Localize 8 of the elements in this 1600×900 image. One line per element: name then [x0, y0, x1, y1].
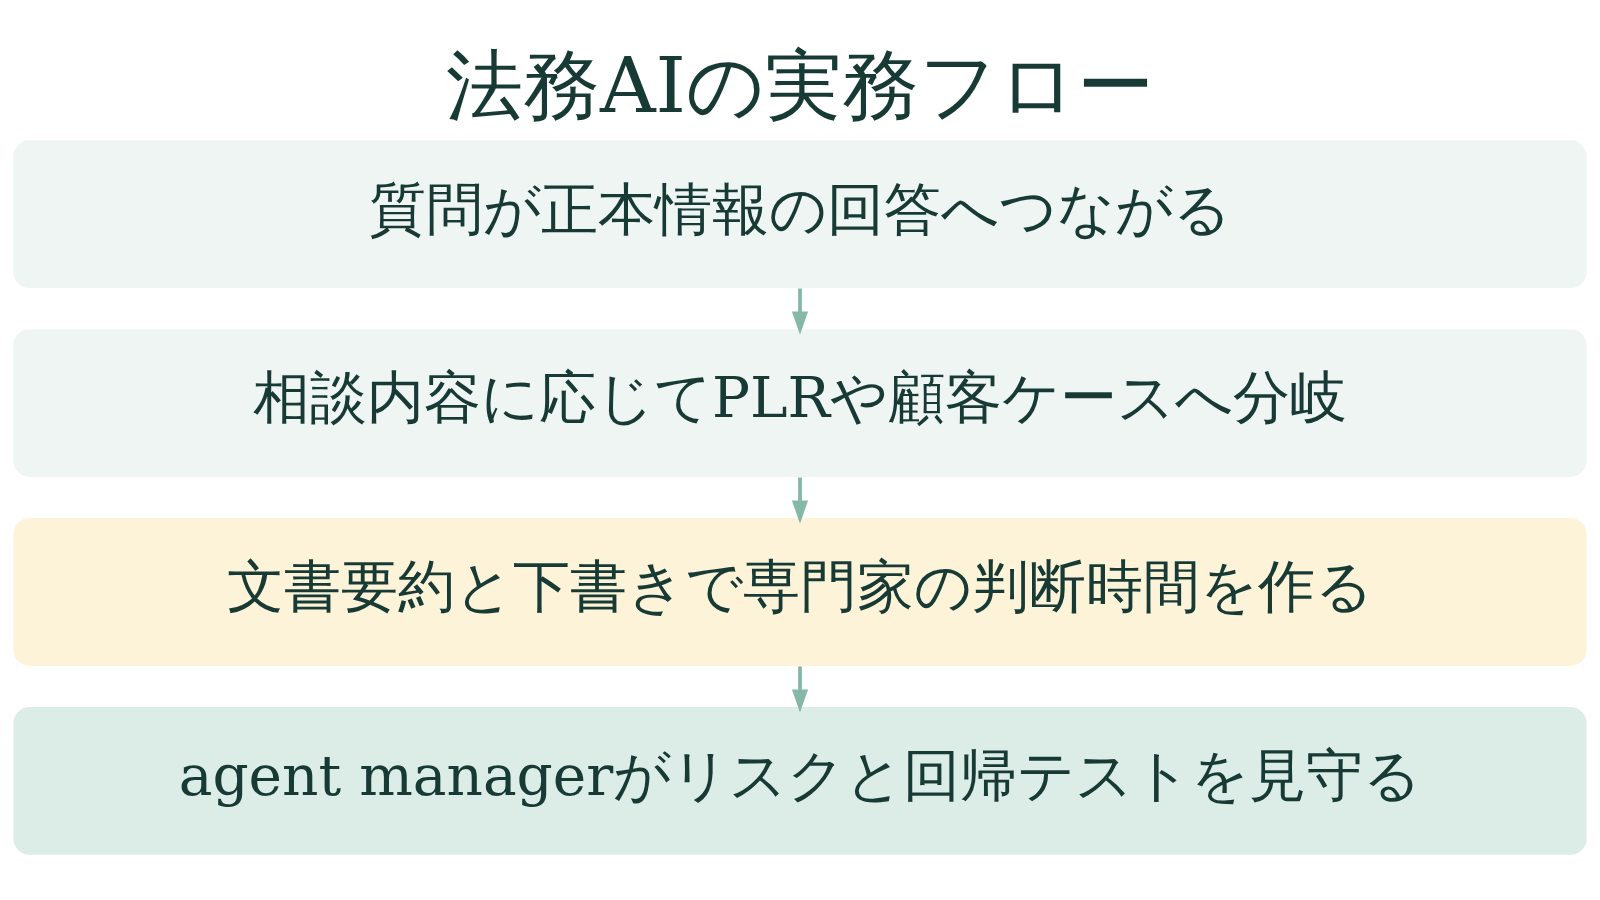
arrow [791, 477, 809, 524]
node-box: 文書要約と下書きで専門家の判断時間を作る [13, 518, 1587, 666]
node-box: 質問が正本情報の回答へつながる [13, 140, 1587, 289]
arrow [791, 666, 809, 713]
node-box: 相談内容に応じてPLRや顧客ケースへ分岐 [13, 329, 1587, 477]
node-box: agent managerがリスクと回帰テストを見守る [13, 707, 1587, 855]
arrow [791, 288, 809, 335]
diagram-title: 法務AIの実務フロー [445, 39, 1155, 130]
